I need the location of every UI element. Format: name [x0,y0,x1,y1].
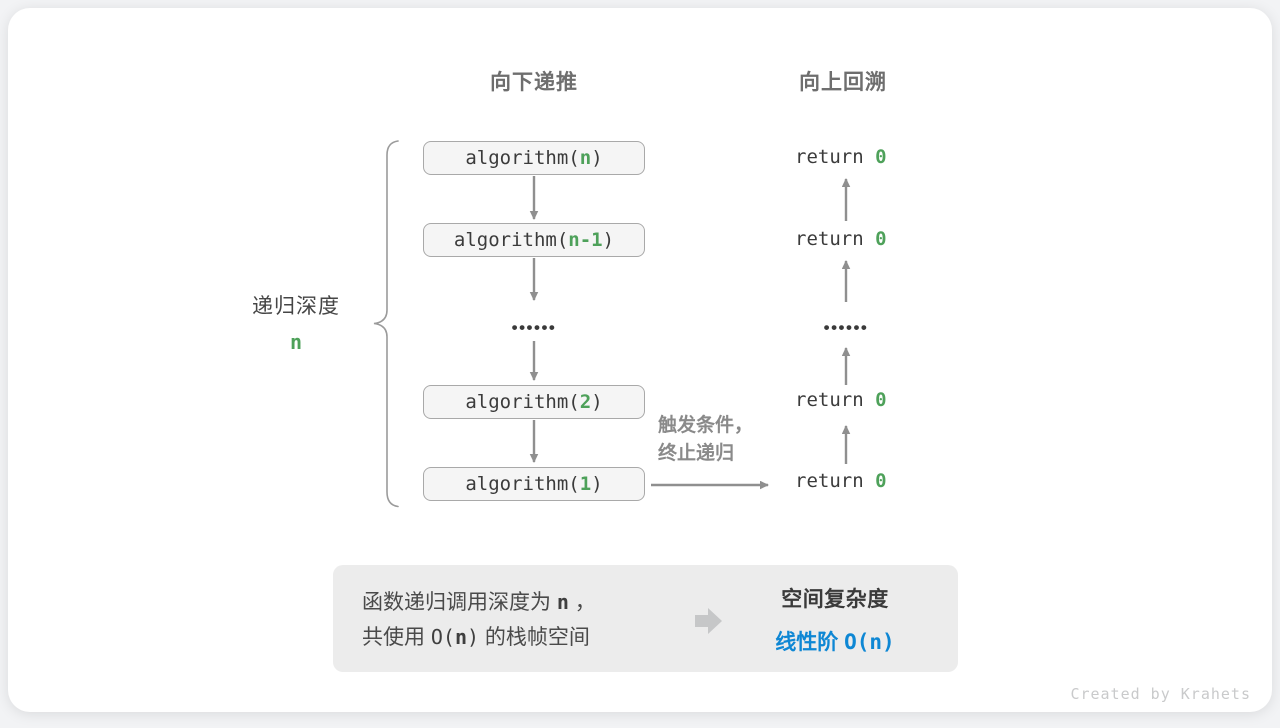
call-text: algorithm( [465,147,580,169]
call-param: 1 [579,473,592,495]
return-keyword: return [795,228,876,250]
call-param: n-1 [568,229,603,251]
call-text: algorithm( [465,473,580,495]
call-text-close: ) [591,147,603,169]
result-value: 线性阶 O(n) [735,626,935,656]
header-recurse-down: 向下递推 [490,71,578,94]
stack-ellipsis: •••••• [511,318,557,337]
figure-card: 向下递推 向上回溯 递归深度 n algorithm(n) algorithm(… [8,8,1272,712]
summary-line1-text: 函数递归调用深度为 [362,591,557,614]
summary-line2: 共使用 O(n) 的栈帧空间 [362,620,596,655]
call-text: algorithm( [465,391,580,413]
summary-result: 空间复杂度 线性阶 O(n) [735,583,935,656]
result-title: 空间复杂度 [781,588,889,611]
implies-arrow-icon [708,608,722,634]
depth-label-text: 递归深度 [252,295,340,318]
call-param: 2 [579,391,592,413]
result-big-o: O(n) [844,630,895,654]
summary-line1-comma: ， [568,591,596,614]
return-keyword: return [795,389,876,411]
summary-box [333,565,958,672]
header-backtrack-up: 向上回溯 [799,71,887,94]
big-o-close: ) [466,625,480,649]
return-value: 0 [875,228,887,250]
return-statement-2: return 0 [795,228,887,252]
base-case-label: 触发条件， 终止递归 [658,412,753,468]
base-case-line1: 触发条件， [658,415,754,436]
summary-line2-tail: 的栈帧空间 [479,626,590,649]
return-statement-1: return 0 [795,146,887,170]
return-statement-3: return 0 [795,389,887,413]
implies-arrow-stem [695,615,708,627]
big-o-open: O( [430,625,455,649]
call-text-close: ) [591,391,603,413]
summary-line1-param: n [556,590,569,614]
base-case-line2: 终止递归 [658,443,735,464]
return-value: 0 [875,146,887,168]
result-order-name: 线性阶 [775,631,845,654]
credit-text: Created by Krahets [1070,685,1251,703]
depth-label: 递归深度 n [216,290,376,354]
return-value: 0 [875,389,887,411]
depth-brace [373,140,399,508]
depth-label-value: n [289,330,303,354]
summary-description: 函数递归调用深度为 n ， 共使用 O(n) 的栈帧空间 [362,585,596,655]
call-text-close: ) [591,473,603,495]
call-text-close: ) [602,229,615,251]
summary-line1: 函数递归调用深度为 n ， [362,585,596,620]
return-ellipsis: •••••• [823,318,869,337]
call-param: n [579,147,592,169]
call-frame-box-2: algorithm(2) [423,385,645,419]
return-keyword: return [795,470,876,492]
return-keyword: return [795,146,876,168]
call-frame-box-n-1: algorithm(n-1) [423,223,645,257]
big-o-param: n [454,625,467,649]
return-value: 0 [875,470,887,492]
call-text: algorithm( [453,229,569,251]
summary-line2-text: 共使用 [362,626,431,649]
call-frame-box-n: algorithm(n) [423,141,645,175]
call-frame-box-1: algorithm(1) [423,467,645,501]
return-statement-4: return 0 [795,470,887,494]
